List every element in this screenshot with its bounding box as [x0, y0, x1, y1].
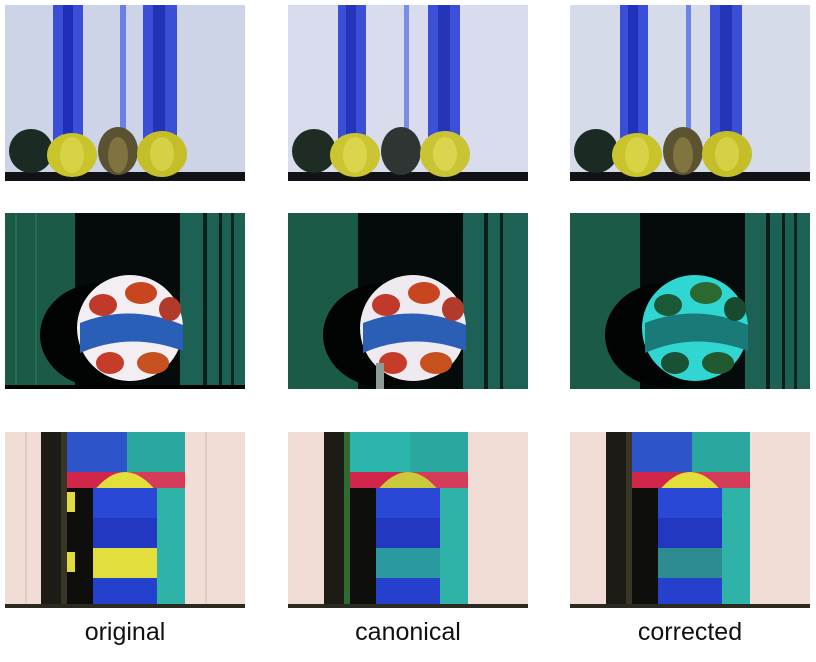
blocks-scene-canonical: [288, 432, 528, 608]
ball-scene-original: [5, 213, 245, 389]
fruit-scene-corrected: [570, 5, 810, 181]
image-corrected-blocks: [570, 432, 810, 608]
image-original-ball: [5, 213, 245, 389]
image-corrected-fruit: [570, 5, 810, 181]
image-original-fruit: [5, 5, 245, 181]
image-canonical-fruit: [288, 5, 528, 181]
blocks-scene-original: [5, 432, 245, 608]
fruit-scene-canonical: [288, 5, 528, 181]
image-canonical-blocks: [288, 432, 528, 608]
fruit-scene-original: [5, 5, 245, 181]
ball-scene-corrected: [570, 213, 810, 389]
label-original: original: [84, 618, 166, 646]
label-corrected: corrected: [637, 618, 743, 646]
blocks-scene-corrected: [570, 432, 810, 608]
image-original-blocks: [5, 432, 245, 608]
image-canonical-ball: [288, 213, 528, 389]
ball-scene-canonical: [288, 213, 528, 389]
image-corrected-ball: [570, 213, 810, 389]
label-canonical: canonical: [355, 618, 461, 646]
